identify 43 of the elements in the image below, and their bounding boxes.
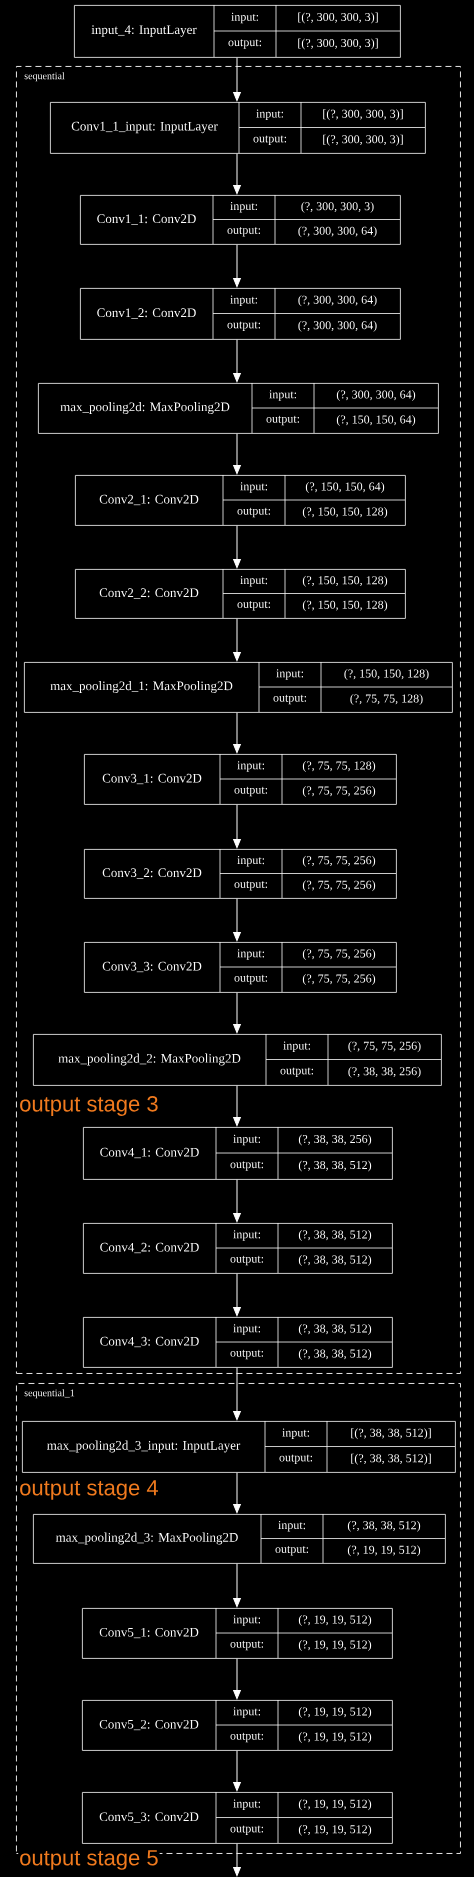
- arrow: [233, 1563, 241, 1608]
- arrow: [233, 898, 241, 942]
- arrow: [233, 1367, 241, 1421]
- arrow: [233, 153, 241, 195]
- layer-box: max_pooling2d_1: MaxPooling2D input: (?, 150, 150, 128) output: (?, 75, 75, 128): [24, 661, 453, 713]
- layer-box: max_pooling2d: MaxPooling2D input: (?, 300, 300, 64) output: (?, 150, 150, 64): [38, 382, 439, 434]
- layer-box: Conv4_2: Conv2D input: (?, 38, 38, 512) output: (?, 38, 38, 512): [83, 1222, 393, 1274]
- layer-box: Conv4_3: Conv2D input: (?, 38, 38, 512) output: (?, 38, 38, 512): [83, 1316, 393, 1368]
- stage-label: output stage 5: [18, 1849, 160, 1871]
- layer-box: Conv1_1: Conv2D input: (?, 300, 300, 3) output: (?, 300, 300, 64): [80, 194, 401, 245]
- arrow: [233, 1658, 241, 1700]
- layer-box: Conv1_2: Conv2D input: (?, 300, 300, 64) output: (?, 300, 300, 64): [80, 287, 401, 340]
- stage-label: output stage 3: [18, 1095, 160, 1117]
- arrow: [233, 1843, 241, 1877]
- arrow: [233, 618, 241, 662]
- layer-box: max_pooling2d_3: MaxPooling2D input: (?, 38, 38, 512) output: (?, 19, 19, 512): [33, 1513, 446, 1564]
- arrow: [233, 1179, 241, 1223]
- arrow: [233, 433, 241, 475]
- arrow: [233, 1085, 241, 1127]
- layer-box: max_pooling2d_2: MaxPooling2D input: (?, 75, 75, 256) output: (?, 38, 38, 256): [33, 1033, 442, 1086]
- arrow: [233, 1472, 241, 1514]
- arrow: [233, 712, 241, 754]
- arrow: [233, 804, 241, 849]
- arrow: [233, 525, 241, 569]
- layer-box: Conv3_2: Conv2D input: (?, 75, 75, 256) output: (?, 75, 75, 256): [84, 848, 397, 899]
- arrow: [233, 339, 241, 383]
- arrow: [233, 992, 241, 1034]
- layer-box: Conv3_1: Conv2D input: (?, 75, 75, 128) output: (?, 75, 75, 256): [84, 753, 397, 805]
- layer-box: Conv5_2: Conv2D input: (?, 19, 19, 512) output: (?, 19, 19, 512): [82, 1699, 393, 1751]
- arrow: [233, 57, 241, 102]
- layer-box: Conv4_1: Conv2D input: (?, 38, 38, 256) output: (?, 38, 38, 512): [83, 1126, 393, 1180]
- arrow: [233, 1750, 241, 1792]
- layer-box: Conv1_1_input: InputLayer input: [(?, 300, 300, 3)] output: [(?, 300, 300, 3)]: [50, 101, 426, 154]
- layer-box: Conv2_1: Conv2D input: (?, 150, 150, 64) output: (?, 150, 150, 128): [75, 474, 406, 526]
- stage-label: output stage 4: [18, 1479, 160, 1501]
- layer-box: max_pooling2d_3_input: InputLayer input: [(?, 38, 38, 512)] output: [(?, 38, 38, 512)]: [22, 1420, 456, 1473]
- layer-box: Conv3_3: Conv2D input: (?, 75, 75, 256) output: (?, 75, 75, 256): [84, 941, 397, 993]
- layer-box: Conv2_2: Conv2D input: (?, 150, 150, 128) output: (?, 150, 150, 128): [75, 568, 406, 619]
- arrow: [233, 244, 241, 288]
- layer-box: Conv5_1: Conv2D input: (?, 19, 19, 512) output: (?, 19, 19, 512): [82, 1607, 393, 1659]
- arrow: [233, 1273, 241, 1317]
- layer-box: Conv5_3: Conv2D input: (?, 19, 19, 512) output: (?, 19, 19, 512): [82, 1791, 393, 1844]
- layer-box: input_4: InputLayer input: [(?, 300, 300, 3)] output: [(?, 300, 300, 3)]: [74, 4, 401, 58]
